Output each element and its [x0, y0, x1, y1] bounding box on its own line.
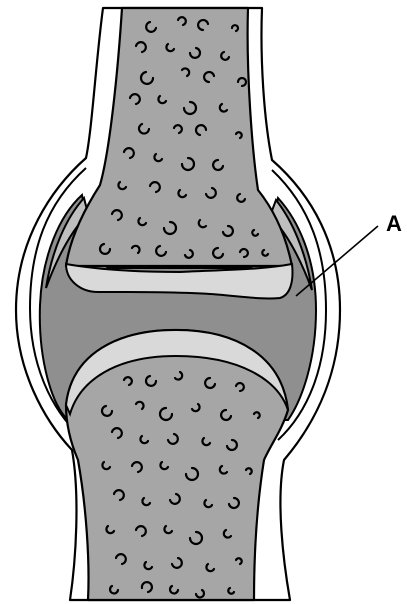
label-a: A	[386, 211, 402, 236]
